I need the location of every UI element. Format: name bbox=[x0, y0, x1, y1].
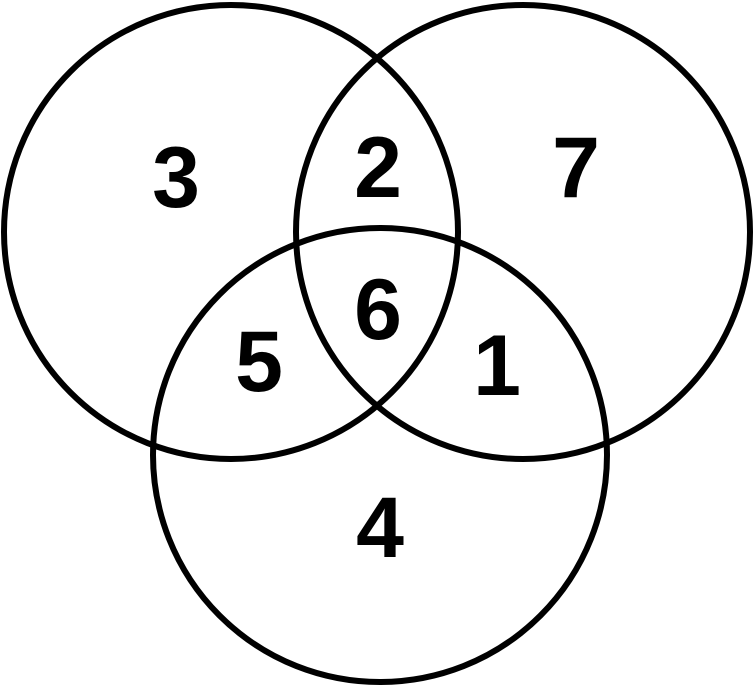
region-bottom-only: 4 bbox=[356, 480, 404, 576]
region-left-only: 3 bbox=[152, 130, 200, 226]
region-all-three: 6 bbox=[354, 262, 402, 358]
circle-right bbox=[293, 2, 753, 462]
circle-left bbox=[1, 2, 461, 462]
region-left-bottom: 5 bbox=[235, 314, 283, 410]
region-right-bottom: 1 bbox=[473, 318, 521, 414]
circle-bottom bbox=[150, 225, 610, 685]
region-left-right: 2 bbox=[354, 120, 402, 216]
region-right-only: 7 bbox=[552, 120, 600, 216]
